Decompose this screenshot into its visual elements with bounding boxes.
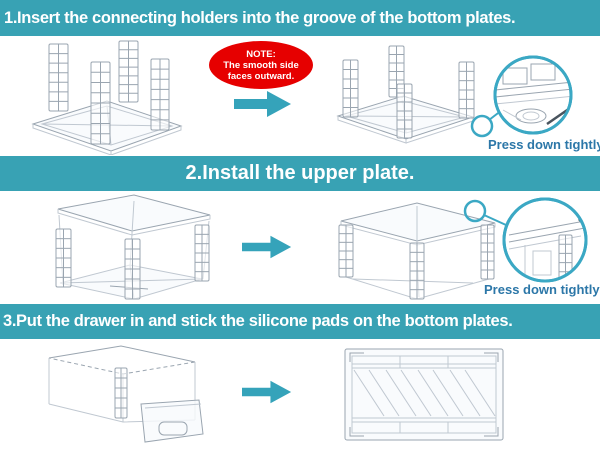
- connecting-holder-illustration: [114, 367, 128, 419]
- step1-banner-text: 1.Insert the connecting holders into the…: [4, 8, 516, 27]
- connecting-holder-illustration: [396, 83, 413, 139]
- arrow-right-icon: [234, 91, 291, 117]
- connecting-holder-illustration: [90, 61, 111, 145]
- corner-bracket: [349, 352, 364, 362]
- step1-banner: 1.Insert the connecting holders into the…: [0, 0, 600, 36]
- connecting-holder-illustration: [55, 228, 72, 288]
- connecting-holder-illustration: [194, 224, 210, 282]
- connecting-holder-illustration: [458, 61, 475, 119]
- note-badge: NOTE: The smooth side faces outward.: [209, 41, 313, 89]
- magnified-corner-detail: [495, 63, 571, 126]
- step3-bottom-plate-top-view-illustration: [344, 348, 504, 441]
- step1-parts-illustration: [31, 40, 183, 155]
- callout-connector-line: [483, 214, 507, 226]
- corner-bracket: [349, 427, 364, 437]
- highlight-ring-icon: [470, 114, 494, 138]
- connecting-holder-illustration: [150, 58, 170, 131]
- note-line1: NOTE:: [246, 48, 276, 60]
- step3-banner-text: 3.Put the drawer in and stick the silico…: [3, 312, 513, 330]
- step3-drawer-open-illustration: [48, 345, 204, 443]
- corner-bracket: [484, 352, 499, 362]
- step2-banner: 2.Install the upper plate.: [0, 156, 600, 191]
- connecting-holder-illustration: [409, 242, 425, 300]
- note-line3: faces outward.: [227, 70, 295, 82]
- step1-assembled-illustration: [336, 45, 573, 144]
- connecting-holder-illustration: [124, 238, 141, 300]
- arrow-right-icon: [242, 235, 292, 259]
- connecting-holder-illustration: [48, 43, 69, 112]
- note-line2: The smooth side: [223, 59, 299, 71]
- corner-bracket: [484, 427, 499, 437]
- arrow-right-icon: [242, 380, 292, 404]
- highlight-ring-icon: [463, 199, 487, 223]
- step2-banner-text: 2.Install the upper plate.: [185, 162, 415, 184]
- connecting-holder-illustration: [338, 224, 354, 278]
- step2-assembled-illustration: [338, 197, 588, 300]
- connecting-holder-illustration: [480, 224, 495, 280]
- assembled-box-illustration: [340, 202, 496, 300]
- drawer-front-illustration: [140, 399, 204, 443]
- step2-parts-illustration: [55, 194, 211, 300]
- press-down-label: Press down tightly: [484, 282, 600, 297]
- press-down-label: Press down tightly: [488, 137, 600, 152]
- connecting-holder-illustration: [342, 59, 359, 118]
- step3-banner: 3.Put the drawer in and stick the silico…: [0, 304, 600, 339]
- connecting-holder-illustration: [118, 40, 139, 103]
- bottom-plate-top-view: [344, 348, 504, 441]
